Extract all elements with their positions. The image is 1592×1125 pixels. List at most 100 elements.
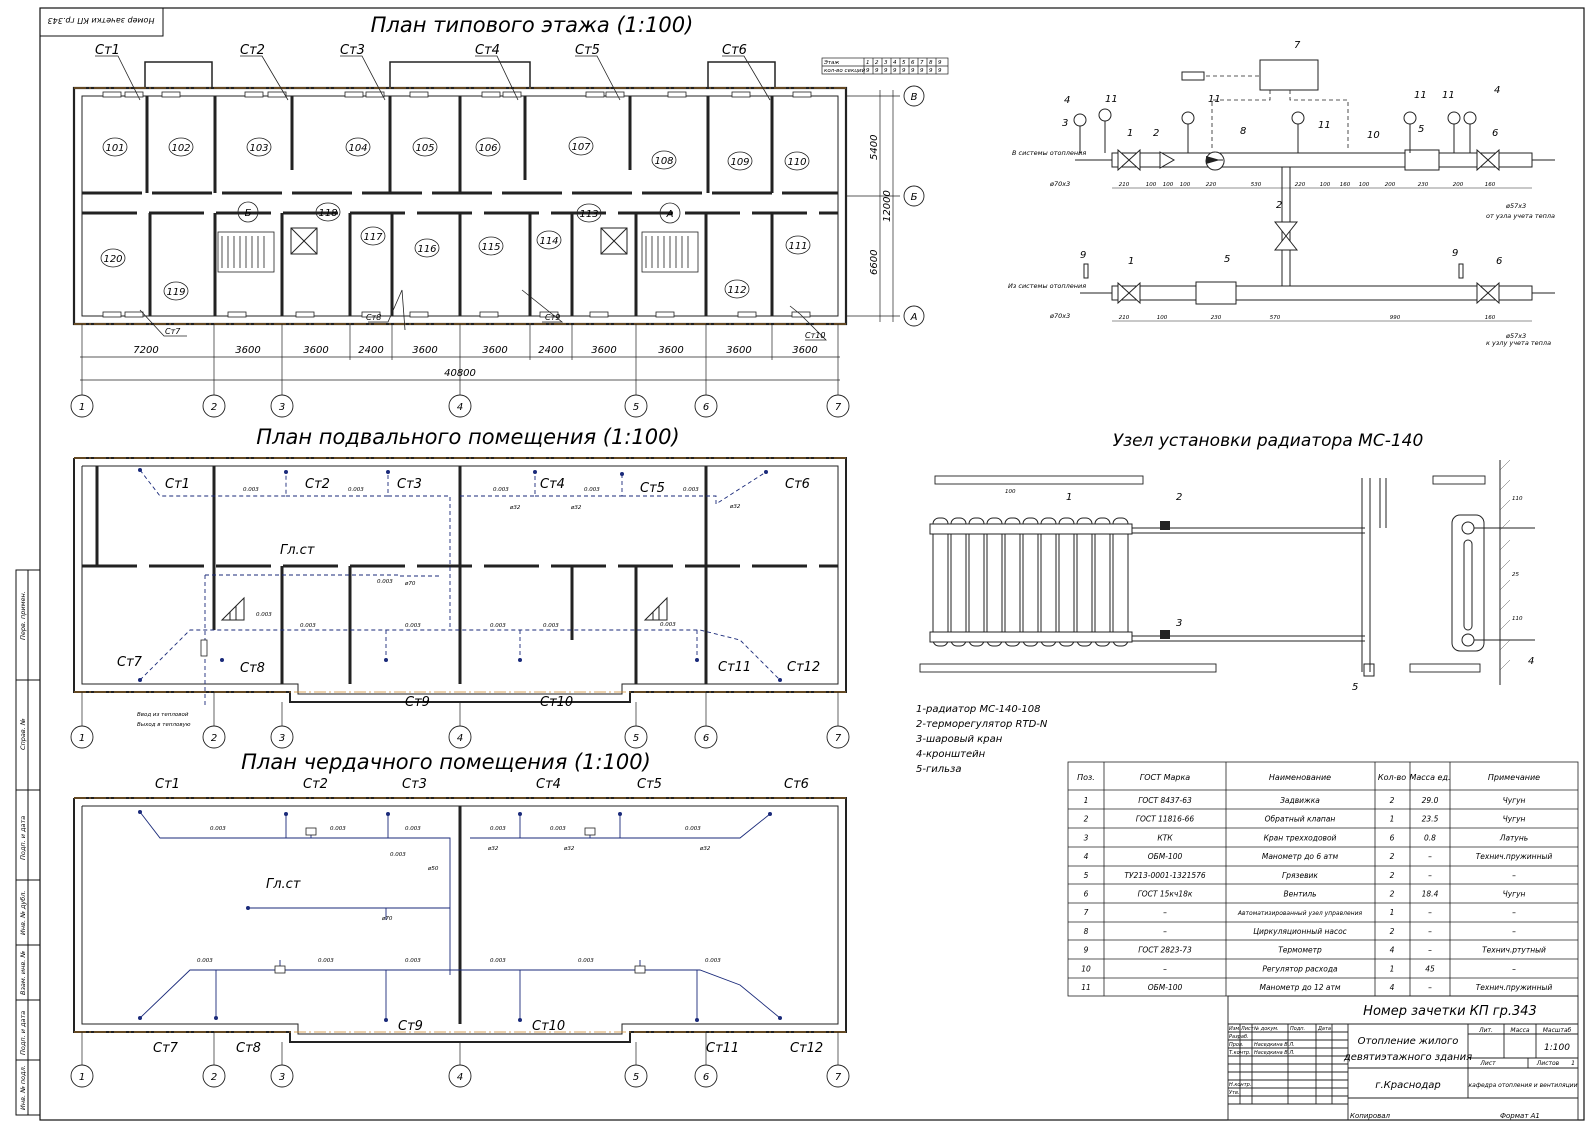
riser-label: Ст5 (575, 43, 600, 58)
node-label: 2 (1276, 200, 1282, 211)
axis-number: 7 (835, 733, 842, 744)
axis-number: 7 (835, 402, 842, 413)
slope-label: 0.003 (405, 826, 421, 832)
node-dimension: 210 (1119, 182, 1130, 188)
diameter-label: ø32 (729, 504, 741, 510)
riser-label: Ст4 (475, 43, 500, 58)
basement-plan: Ст1 Ст2 Ст3 Ст4 Ст5 Ст6 Ст7 Ст8 Ст9 Ст10… (70, 457, 850, 749)
node-dimension: 100 (1320, 182, 1331, 188)
titleblock-scale: 1:100 (1544, 1043, 1570, 1053)
side-column (15, 569, 41, 1116)
riser-label: Ст11 (718, 660, 751, 675)
diameter-label: ø50 (427, 866, 439, 872)
room-number: 103 (249, 143, 268, 154)
slope-label: 0.003 (685, 826, 701, 832)
top-stamp-text: Номер зачетки КП гр.343 (48, 16, 155, 25)
spec-table: Поз. ГОСТ Марка Наименование Кол-во Масс… (1067, 761, 1579, 997)
spec-cell: 6 (1390, 833, 1395, 842)
room-number: 110 (787, 157, 806, 168)
floor-table-cell: 9 (911, 68, 915, 74)
dimension-label: 2400 (358, 345, 383, 356)
titleblock-city: г.Краснодар (1375, 1080, 1441, 1091)
node-dimension: 200 (1453, 182, 1464, 188)
spec-cell: – (1163, 964, 1167, 973)
floor-table-label: Этаж (823, 60, 839, 66)
room-number: 106 (478, 143, 497, 154)
spec-cell: 2 (1390, 927, 1395, 936)
riser-label: Ст1 (165, 477, 190, 492)
room-number: 111 (788, 241, 807, 252)
stair-label: Б (245, 208, 252, 219)
spec-header: Наименование (1269, 773, 1331, 782)
titleblock-field-label: Масса (1510, 1027, 1529, 1034)
floor-table-cell: 9 (920, 68, 924, 74)
spec-cell: – (1428, 908, 1432, 917)
main-riser-label: Гл.ст (266, 877, 301, 892)
radiator-label: 3 (1176, 618, 1182, 629)
floor-table-cell: 5 (902, 60, 906, 66)
spec-cell: – (1512, 927, 1516, 936)
axis-number: 3 (279, 733, 285, 744)
node-label: 1 (1127, 128, 1133, 139)
radiator-label: 4 (1528, 656, 1534, 667)
dimension-total: 40800 (444, 368, 476, 379)
dimension-label: 6600 (869, 250, 880, 275)
titleblock-person: Наседкина В.Л. (1254, 1050, 1295, 1056)
node-dimension: 220 (1206, 182, 1217, 188)
spec-cell: Манометр до 12 атм (1259, 983, 1340, 992)
title-block: Номер зачетки КП гр.343 Отопление жилого… (1227, 995, 1579, 1121)
riser-label: Ст8 (236, 1041, 261, 1056)
titleblock-person-role: Пров. (1229, 1042, 1244, 1048)
room-number: 102 (171, 143, 190, 154)
dimension-label: 3600 (658, 345, 683, 356)
spec-cell: 18.4 (1422, 890, 1439, 899)
titleblock-project: Отопление жилого (1358, 1036, 1459, 1047)
slope-label: 0.003 (550, 826, 566, 832)
spec-cell: Задвижка (1280, 796, 1320, 805)
side-label: Справ. № (19, 718, 27, 750)
titleblock-person-role: Н.контр. (1229, 1082, 1251, 1088)
axis-number: 1 (79, 402, 85, 413)
spec-cell: – (1512, 964, 1516, 973)
axis-number: 2 (211, 1072, 217, 1083)
room-number: 112 (727, 285, 746, 296)
titleblock-role: Лист (1240, 1026, 1255, 1032)
slope-label: 0.003 (660, 622, 676, 628)
spec-cell: ГОСТ 15кч18к (1138, 890, 1193, 899)
floor-table-cell: 1 (866, 60, 870, 66)
axis-number: 1 (79, 1072, 85, 1083)
spec-cell: – (1428, 852, 1432, 861)
side-label: Подп. и дата (19, 1011, 27, 1055)
node-label: 6 (1496, 256, 1502, 267)
slope-label: 0.003 (490, 826, 506, 832)
riser-label: Ст8 (240, 661, 265, 676)
slope-label: 0.003 (348, 487, 364, 493)
spec-cell: Чугун (1503, 815, 1526, 824)
spec-cell: ОБМ-100 (1148, 983, 1183, 992)
spec-header: Кол-во (1378, 773, 1406, 782)
floor-table-cell: 7 (920, 60, 924, 66)
riser-label: Ст10 (540, 695, 573, 710)
node-label: 2 (1153, 128, 1159, 139)
room-number: 113 (579, 209, 598, 220)
node-label: 3 (1062, 118, 1068, 129)
axis-number: 5 (633, 1072, 639, 1083)
spec-cell: – (1163, 927, 1167, 936)
attic-plan: Ст1 Ст2 Ст3 Ст4 Ст5 Ст6 Ст7 Ст8 Ст9 Ст10… (70, 777, 850, 1088)
axis-number: 4 (457, 733, 463, 744)
node-dimension: 160 (1485, 315, 1496, 321)
riser-label: Ст1 (95, 43, 120, 58)
room-number: 115 (481, 242, 500, 253)
node-note: В системы отопления (1012, 149, 1086, 157)
spec-cell: ГОСТ 8437-63 (1138, 796, 1192, 805)
spec-cell: 5 (1084, 871, 1089, 880)
node-dimension: 210 (1119, 315, 1130, 321)
spec-cell: Чугун (1503, 796, 1526, 805)
titleblock-person-role: Разраб. (1229, 1034, 1249, 1040)
node-label: 8 (1240, 126, 1246, 137)
node-dimension: 230 (1418, 182, 1429, 188)
radiator-detail: 1 2 3 4 5 100 110 25 110 1-радиатор МС-1… (916, 459, 1535, 775)
riser-label: Ст7 (165, 327, 181, 336)
radiator-label: 1 (1066, 492, 1072, 503)
axis-number: 6 (703, 733, 709, 744)
